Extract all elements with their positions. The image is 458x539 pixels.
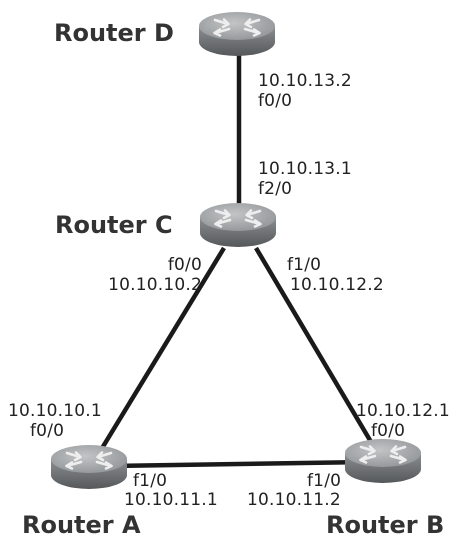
router-c-ip-label-to-a: 10.10.10.2 bbox=[108, 275, 202, 295]
router-d-ip-label: 10.10.13.2 bbox=[258, 71, 352, 91]
router-a-ip-label-to-b: 10.10.11.1 bbox=[124, 490, 218, 510]
router-a-interface-label-to-b: f1/0 bbox=[133, 471, 168, 491]
router-a-icon[interactable] bbox=[49, 443, 129, 491]
link-a-b bbox=[109, 459, 369, 469]
router-a-ip-label: 10.10.10.1 bbox=[8, 401, 102, 421]
router-c-interface-label-to-d: f2/0 bbox=[258, 179, 293, 199]
router-c-icon[interactable] bbox=[198, 201, 278, 249]
router-a-name: Router A bbox=[22, 511, 141, 539]
link-c-b bbox=[254, 246, 379, 454]
router-b-name: Router B bbox=[326, 511, 445, 539]
router-c-interface-label-to-a: f0/0 bbox=[167, 255, 202, 275]
router-b-ip-label-to-a: 10.10.11.2 bbox=[247, 490, 341, 510]
router-b-interface-label: f0/0 bbox=[371, 421, 406, 441]
link-c-a bbox=[91, 246, 226, 465]
router-d-name: Router D bbox=[54, 19, 174, 47]
router-b-ip-label: 10.10.12.1 bbox=[356, 401, 450, 421]
router-c-ip-label-to-d: 10.10.13.1 bbox=[258, 159, 352, 179]
router-b-icon[interactable] bbox=[343, 437, 423, 485]
router-b-interface-label-to-a: f1/0 bbox=[307, 471, 342, 491]
router-a-interface-label: f0/0 bbox=[30, 421, 65, 441]
router-d-icon[interactable] bbox=[197, 10, 277, 58]
router-c-ip-label-to-b: 10.10.12.2 bbox=[290, 275, 384, 295]
router-c-name: Router C bbox=[55, 211, 173, 239]
router-d-interface-label: f0/0 bbox=[258, 91, 293, 111]
router-c-interface-label-to-b: f1/0 bbox=[287, 255, 322, 275]
